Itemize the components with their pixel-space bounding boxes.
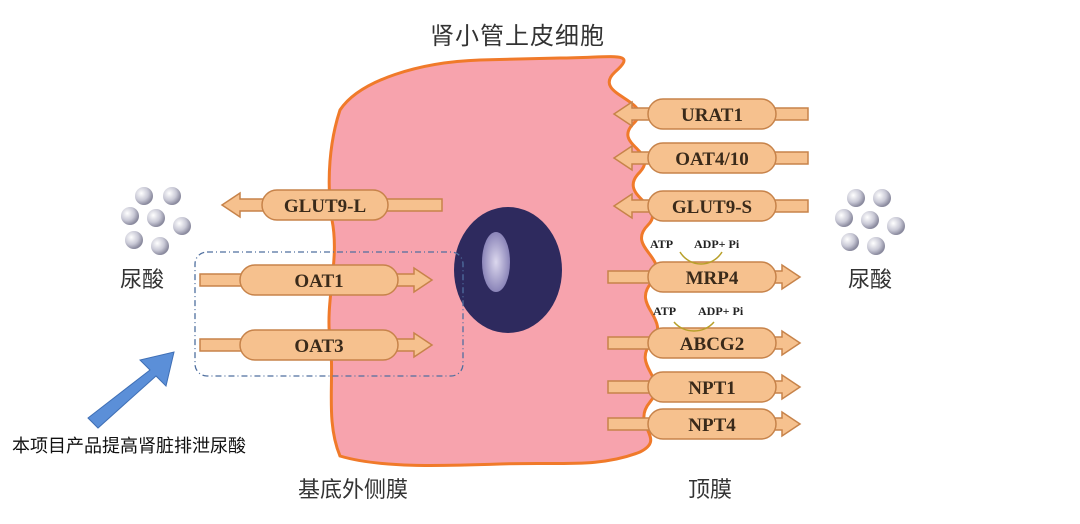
- apical-membrane-label: 顶膜: [688, 478, 733, 503]
- transporter-oat3: OAT3: [199, 329, 434, 361]
- product-note: 本项目产品提高肾脏排泄尿酸: [12, 436, 246, 456]
- abcg2-atp-label: ATP: [653, 304, 676, 318]
- transporter-urat1: URAT1: [612, 98, 809, 130]
- uric-acid-label-right: 尿酸: [848, 268, 893, 293]
- glut9l-pill: [261, 189, 389, 221]
- transporter-abcg2: ABCG2: [607, 327, 802, 359]
- abcg2-atp-cycle: ATP ADP+ Pi: [653, 304, 744, 332]
- glut9s-label: GLUT9-S: [672, 197, 752, 218]
- oat1-pill: [239, 264, 399, 296]
- uric-acid-molecules-left: [121, 187, 191, 255]
- uric-acid-molecules-right: [835, 189, 905, 255]
- diagram-title: 肾小管上皮细胞: [430, 22, 605, 50]
- uric-acid-label-left: 尿酸: [120, 268, 165, 293]
- nucleolus: [482, 232, 510, 292]
- transporter-glut9s: GLUT9-S: [612, 190, 809, 222]
- abcg2-label: ABCG2: [680, 334, 744, 355]
- urat1-pill: [647, 98, 777, 130]
- transporter-npt1: NPT1: [607, 371, 802, 403]
- npt4-label: NPT4: [688, 415, 736, 436]
- highlight-arrow: [87, 351, 175, 429]
- oat1-label: OAT1: [294, 271, 343, 292]
- transporter-npt4: NPT4: [607, 408, 802, 440]
- transporter-oat410: OAT4/10: [612, 142, 809, 174]
- abcg2-pill: [647, 327, 777, 359]
- oat3-pill: [239, 329, 399, 361]
- basolateral-membrane-label: 基底外侧膜: [298, 478, 409, 503]
- abcg2-adp-label: ADP+ Pi: [698, 304, 744, 318]
- glut9s-pill: [647, 190, 777, 222]
- glut9l-label: GLUT9-L: [284, 196, 366, 217]
- mrp4-atp-cycle: ATP ADP+ Pi: [650, 237, 740, 265]
- mrp4-label: MRP4: [686, 268, 739, 289]
- urat1-label: URAT1: [681, 105, 743, 126]
- oat-highlight-box: [194, 251, 464, 377]
- mrp4-atp-label: ATP: [650, 237, 673, 251]
- oat410-pill: [647, 142, 777, 174]
- npt1-label: NPT1: [688, 378, 736, 399]
- npt4-pill: [647, 408, 777, 440]
- oat3-label: OAT3: [294, 336, 343, 357]
- transporter-mrp4: MRP4: [607, 261, 802, 293]
- npt1-pill: [647, 371, 777, 403]
- transporter-oat1: OAT1: [199, 264, 434, 296]
- transporter-glut9l: GLUT9-L: [220, 189, 443, 221]
- oat410-label: OAT4/10: [675, 149, 749, 170]
- mrp4-adp-label: ADP+ Pi: [694, 237, 740, 251]
